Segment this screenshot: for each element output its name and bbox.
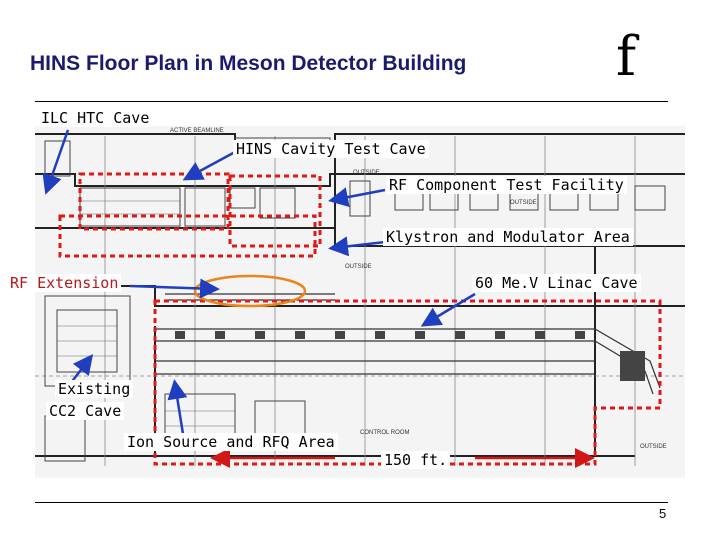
label-hins-cavity-test-cave: HINS Cavity Test Cave <box>233 140 429 158</box>
label-cc2-cave: CC2 Cave <box>46 402 125 420</box>
arrow-rf-extension <box>129 278 220 299</box>
arrow-rf-component <box>328 187 386 207</box>
outside-text-1: OUTSIDE <box>353 170 380 176</box>
page-title: HINS Floor Plan in Meson Detector Buildi… <box>30 52 467 75</box>
label-scale: 150 ft. <box>381 451 451 469</box>
label-linac-cave: 60 Me.V Linac Cave <box>472 274 641 292</box>
label-existing: Existing <box>55 380 134 398</box>
active-beamline-text: ACTIVE BEAMLINE <box>170 128 224 134</box>
outside-text-4: OUTSIDE <box>640 444 667 450</box>
label-ion-source-rfq-area: Ion Source and RFQ Area <box>124 433 338 451</box>
label-klystron-modulator-area: Klystron and Modulator Area <box>383 228 633 246</box>
top-rule <box>35 101 668 102</box>
label-rf-component-test-facility: RF Component Test Facility <box>386 176 627 194</box>
arrow-ilc-htc <box>42 129 70 195</box>
arrow-ion-source <box>167 379 188 435</box>
outside-text-2: OUTSIDE <box>510 200 537 206</box>
control-room-text: CONTROL ROOM <box>360 430 409 436</box>
arrow-linac <box>420 292 476 327</box>
bottom-rule <box>35 502 668 503</box>
arrow-klystron <box>328 236 386 257</box>
page-number: 5 <box>659 506 667 521</box>
rf-extension-ellipse <box>193 274 307 308</box>
label-rf-extension: RF Extension <box>7 274 122 292</box>
fermilab-logo: f <box>616 25 636 88</box>
label-ilc-htc-cave: ILC HTC Cave <box>38 109 153 127</box>
outside-text-3: OUTSIDE <box>345 264 372 270</box>
arrow-hins-cavity <box>182 150 236 181</box>
